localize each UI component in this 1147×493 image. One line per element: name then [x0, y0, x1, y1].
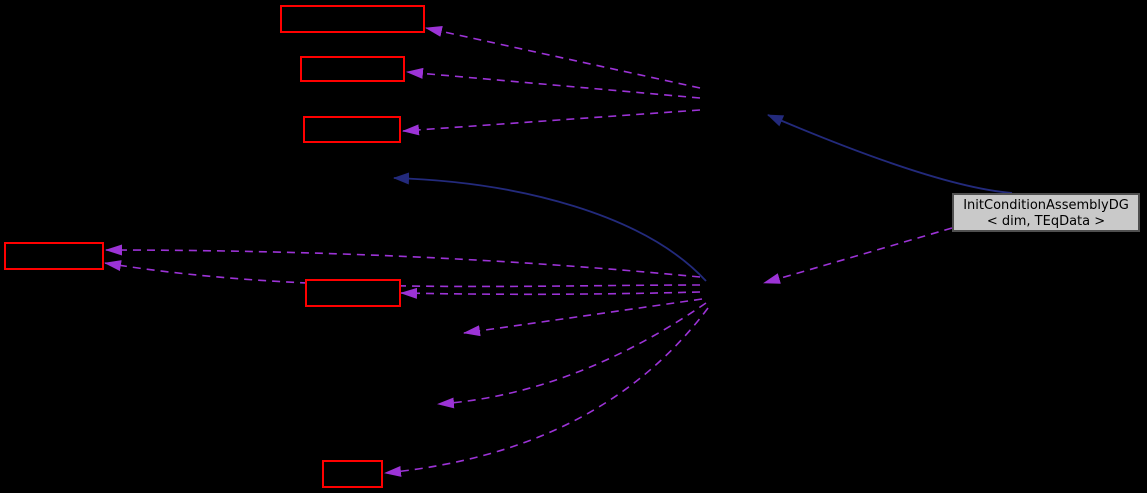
main-class-template-params: < dim, TEqData >: [986, 214, 1106, 229]
usage-edge: [437, 302, 707, 409]
usage-edge: [402, 109, 701, 136]
usage-edge: [463, 298, 703, 337]
class-node-red: [305, 279, 401, 307]
class-node-red: [303, 116, 401, 143]
usage-edge: [400, 287, 701, 299]
main-class-node: InitConditionAssemblyDG < dim, TEqData >: [952, 193, 1140, 232]
main-class-name: InitConditionAssemblyDG: [963, 198, 1129, 213]
usage-edge: [105, 244, 701, 278]
usage-edge: [763, 227, 953, 284]
usage-edge: [384, 307, 709, 477]
usage-edge: [104, 260, 701, 288]
edges-layer: [104, 26, 1013, 477]
class-node-red: [300, 56, 405, 82]
class-node-red: [280, 5, 425, 33]
nodes-layer: [4, 5, 425, 488]
inheritance-edge: [393, 172, 707, 282]
class-node-red: [4, 242, 104, 270]
inheritance-edge: [767, 114, 1013, 194]
class-node-red: [322, 460, 383, 488]
usage-edge: [425, 26, 701, 89]
usage-edge: [406, 67, 701, 99]
